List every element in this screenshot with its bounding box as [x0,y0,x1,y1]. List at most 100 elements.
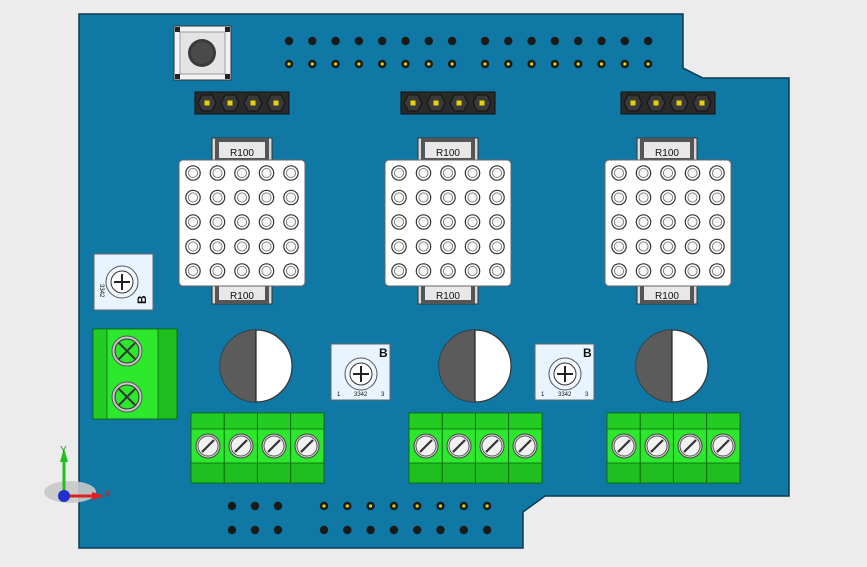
led-pixel-lens [261,241,272,252]
led-pixel-lens [236,216,247,227]
header-hole [574,36,583,46]
header-hole [459,525,468,535]
led-pixel-lens [212,241,223,252]
capacitor-stripe [636,330,672,402]
pin-tip [204,100,210,106]
led-pixel-lens [261,192,272,203]
header-hole [250,525,260,535]
led-pixel-lens [638,167,649,178]
pot-3-pin3: 3 [585,392,589,398]
axis-triad-icon[interactable]: Y X [44,445,111,503]
led-pixel-lens [393,216,404,227]
pot-3-letter: B [583,346,592,360]
resistor-bottom-label-bg [644,284,690,300]
led-pixel-lens [187,241,198,252]
pin-tip [456,100,462,106]
header-hole [378,36,387,46]
led-pixel-lens [712,241,723,252]
screw-slot [617,439,631,453]
led-pixel-lens [614,167,625,178]
header-hole [424,36,433,46]
screw-slot [201,439,215,453]
led-pixel-lens [212,216,223,227]
resistor-1-top-label: R100 [230,148,254,159]
screw-slot [452,439,466,453]
pot-1-code: 3342 [98,284,104,298]
header-pin [369,504,373,508]
trimmer-pot-2: B 3342 1 3 [330,343,391,401]
led-pixel-lens [638,241,649,252]
header-hole [273,501,283,511]
led-pixel-lens [491,216,502,227]
led-pixel-lens [285,192,296,203]
led-pixel-lens [467,265,478,276]
resistor-3-bottom-label: R100 [655,291,679,302]
header-hole [227,501,237,511]
header-hole [480,36,490,46]
header-pin [427,62,431,66]
axis-y-label: Y [60,445,67,456]
led-pixel-lens [467,241,478,252]
led-pixel-lens [614,265,625,276]
led-pixel-lens [638,265,649,276]
led-pixel-lens [614,241,625,252]
led-pixel-lens [491,241,502,252]
header-pin [553,62,557,66]
led-pixel-lens [418,216,429,227]
pin-tip [227,100,233,106]
header-pin [450,62,454,66]
header-hole [308,36,317,46]
led-pixel-lens [638,192,649,203]
led-pixel-lens [418,167,429,178]
led-pixel-lens [442,192,453,203]
led-pixel-lens [187,167,198,178]
push-button-icon[interactable] [173,25,232,81]
pot-2-pin1: 1 [337,392,341,398]
header-pin [380,62,384,66]
header-hole [319,525,329,535]
led-pixel-lens [187,192,198,203]
resistor-2-bottom-label: R100 [436,291,460,302]
pin-tip [479,100,485,106]
screw-slot [485,439,499,453]
led-pixel-lens [393,241,404,252]
led-pixel-lens [491,167,502,178]
header-hole [482,525,492,535]
pot-2-code: 3342 [354,392,368,398]
pot-3-pin1: 1 [541,392,545,398]
led-pixel-lens [187,216,198,227]
pin-header-4 [620,91,716,115]
screw-icon [111,335,143,367]
power-terminal-block [92,328,178,420]
led-pixel-lens [687,241,698,252]
pin-tip [410,100,416,106]
header-hole [389,525,399,535]
header-hole [527,36,536,46]
pin-tip [676,100,682,106]
header-hole [401,36,410,46]
header-hole [354,36,364,46]
header-hole [413,525,422,535]
resistor-labels: R100 R100 R100 R100 R100 R100 [230,148,679,302]
header-pin [623,62,627,66]
header-hole [447,36,457,46]
led-pixel-lens [614,192,625,203]
led-pixel-lens [467,192,478,203]
led-pixel-lens [285,167,296,178]
screw-slot [716,439,730,453]
resistor-top-label-bg [219,142,265,158]
pin-tip [699,100,705,106]
led-pixel-lens [712,265,723,276]
screw-slot [300,439,314,453]
header-hole [366,525,375,535]
led-pixel-lens [614,216,625,227]
header-pin [599,62,604,66]
header-pin [415,504,419,508]
led-pixel-lens [285,216,296,227]
header-pin [403,62,408,66]
header-pin [483,62,487,66]
pin-tip [250,100,256,106]
output-terminal-blocks [190,412,741,484]
led-pixel-lens [236,192,247,203]
